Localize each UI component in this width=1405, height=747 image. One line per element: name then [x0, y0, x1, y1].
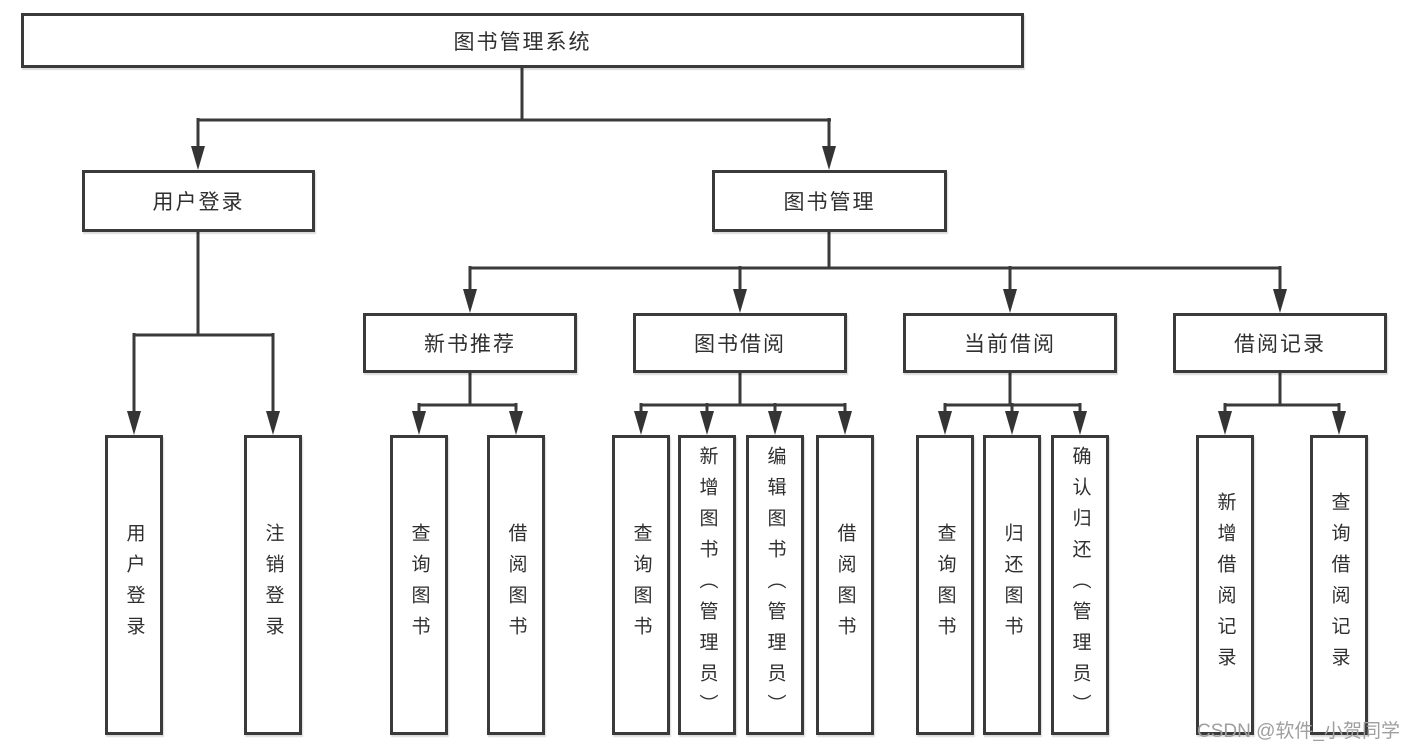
leaf-query-books-current: 查询图书	[916, 435, 974, 735]
leaf-query-books-borrowing: 查询图书	[612, 435, 670, 735]
leaf-confirm-return-admin: 确认归还（管理员）	[1051, 435, 1109, 735]
connector-current-to-leaves	[943, 371, 1082, 413]
leaf-label: 借阅图书	[505, 523, 527, 647]
node-borrowing-records: 借阅记录	[1173, 313, 1387, 373]
connector-borrow-to-leaves	[639, 371, 847, 413]
leaf-label: 用户登录	[123, 523, 145, 647]
leaf-label: 确认归还（管理员）	[1069, 445, 1091, 725]
leaf-label: 借阅图书	[834, 523, 856, 647]
leaf-return-books: 归还图书	[983, 435, 1041, 735]
leaf-label: 查询图书	[630, 523, 652, 647]
leaf-label: 查询借阅记录	[1328, 492, 1350, 678]
leaf-borrow-books-recommend: 借阅图书	[487, 435, 545, 735]
connector-root-to-level2	[196, 66, 831, 150]
node-user-login-branch: 用户登录	[82, 170, 315, 232]
leaf-label: 归还图书	[1001, 523, 1023, 647]
node-book-borrowing: 图书借阅	[633, 313, 847, 373]
leaf-add-borrow-record: 新增借阅记录	[1196, 435, 1254, 735]
leaf-user-login: 用户登录	[105, 435, 163, 735]
csdn-watermark: CSDN @软件_小贺同学	[1197, 721, 1400, 742]
node-current-borrowing: 当前借阅	[903, 313, 1117, 373]
connector-userlogin-to-leaves	[132, 230, 275, 413]
leaf-label: 新增借阅记录	[1214, 492, 1236, 678]
node-book-management-branch: 图书管理	[712, 170, 947, 232]
leaf-label: 编辑图书（管理员）	[764, 445, 786, 725]
leaf-edit-book-admin: 编辑图书（管理员）	[746, 435, 804, 735]
leaf-label: 查询图书	[408, 523, 430, 647]
leaf-label: 新增图书（管理员）	[696, 445, 718, 725]
connector-records-to-leaves	[1223, 371, 1341, 413]
connector-newbook-to-leaves	[417, 371, 518, 413]
leaf-query-borrow-record: 查询借阅记录	[1310, 435, 1368, 735]
leaf-label: 查询图书	[934, 523, 956, 647]
node-library-management-system: 图书管理系统	[21, 13, 1024, 68]
leaf-label: 注销登录	[262, 523, 284, 647]
leaf-query-books-recommend: 查询图书	[390, 435, 448, 735]
leaf-logout: 注销登录	[244, 435, 302, 735]
leaf-add-book-admin: 新增图书（管理员）	[678, 435, 736, 735]
leaf-borrow-books-borrowing: 借阅图书	[816, 435, 874, 735]
connector-bookmgmt-to-level3	[468, 230, 1282, 291]
node-new-book-recommendation: 新书推荐	[363, 313, 577, 373]
arrowheads	[127, 146, 1346, 435]
